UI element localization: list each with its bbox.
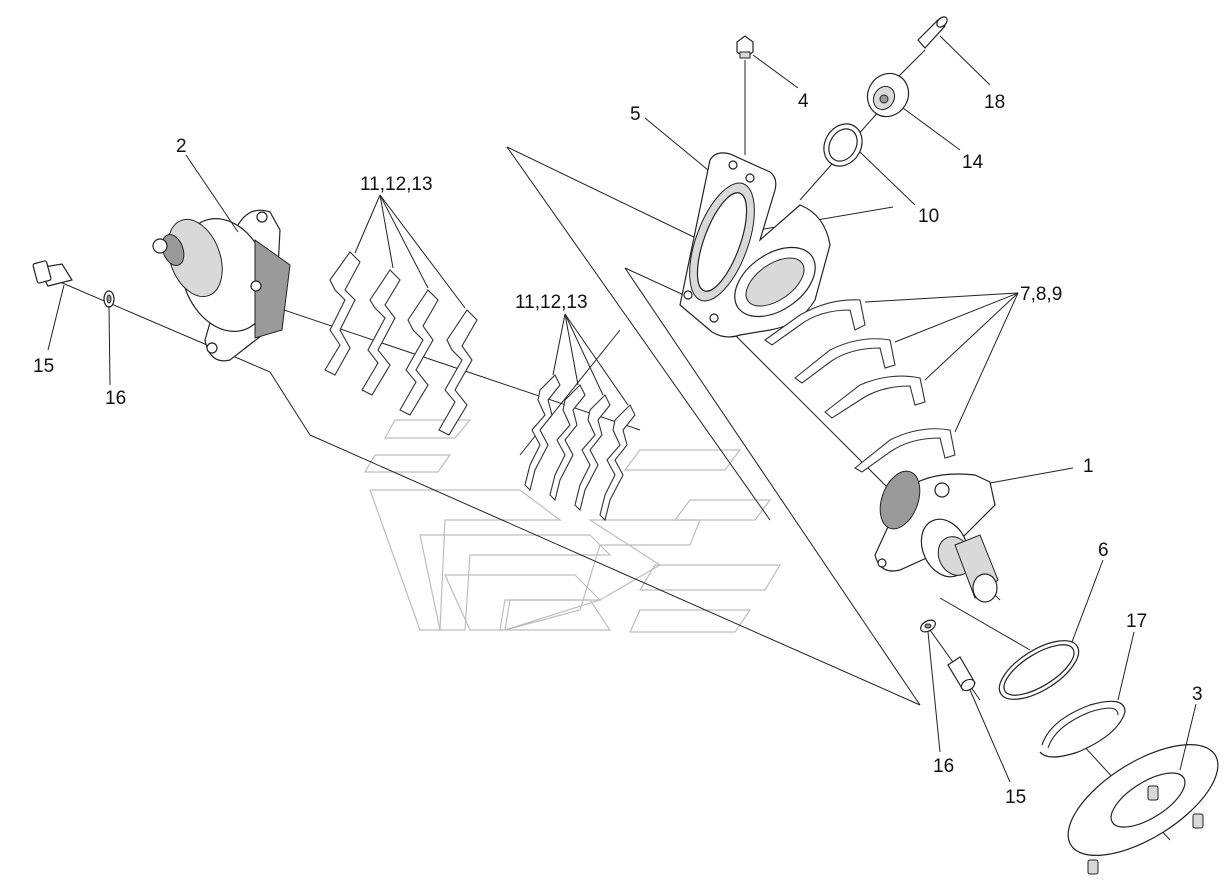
part-1-shaft-housing [874,470,999,603]
part-18-nozzle [917,16,948,49]
part-15-bolt-left [32,260,73,287]
part-5-housing [679,152,831,338]
part-6-ring [998,640,1080,700]
shims-11-12-13-left [324,251,478,436]
callout-6: 6 [1098,540,1109,561]
part-15-bolt-right [947,656,976,692]
callout-16-right: 16 [933,756,954,777]
callout-7-8-9: 7,8,9 [1020,284,1062,305]
callout-4: 4 [798,91,809,112]
part-17-snap-ring [1039,700,1126,758]
part-3-flange-plate [1067,744,1219,875]
callout-10: 10 [918,206,939,227]
part-16-washer-right [920,619,936,633]
callout-11-12-13-center: 11,12,13 [515,292,588,313]
axis-lines [52,49,1171,841]
callout-15-left: 15 [33,356,54,377]
shims-11-12-13-center [524,374,636,522]
part-10-ring [823,123,863,167]
callout-labels: 1 2 3 4 5 6 7,8,9 10 11,12,13 11,12,13 1… [33,91,1203,808]
part-14-cap [866,72,910,118]
shims-7-8-9 [764,299,956,473]
part-4-fitting [736,35,754,59]
part-16-washer-left [103,290,115,308]
callout-1: 1 [1083,456,1094,477]
callout-15-right: 15 [1005,787,1026,808]
callout-16-left: 16 [105,388,126,409]
callout-17: 17 [1126,611,1147,632]
callout-14: 14 [962,152,984,173]
callout-11-12-13-left: 11,12,13 [360,174,433,195]
callout-18: 18 [984,92,1005,113]
callout-3: 3 [1192,684,1203,705]
part-2-gear-housing [152,209,291,362]
callout-leaders [47,35,1197,783]
callout-2: 2 [176,136,187,157]
watermark-logo [363,419,782,633]
callout-5: 5 [630,104,641,125]
